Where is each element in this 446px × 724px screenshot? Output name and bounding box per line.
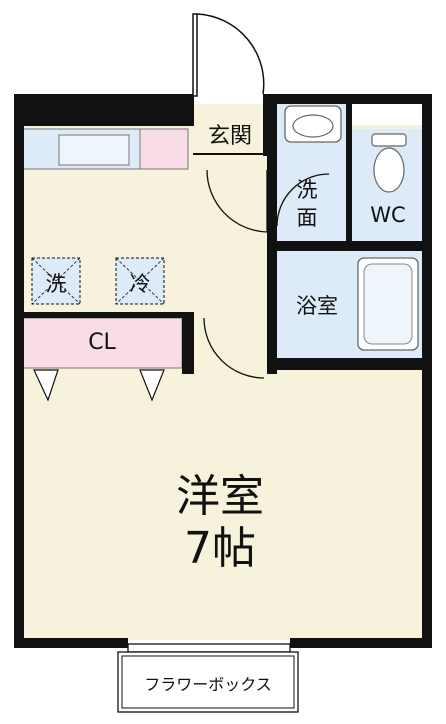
closet-label: CL bbox=[88, 330, 116, 355]
washroom-label-line2: 面 bbox=[296, 206, 318, 230]
flower-box-label: フラワーボックス bbox=[144, 675, 272, 694]
washer-x2 bbox=[31, 257, 81, 305]
entrance-door-arc bbox=[196, 13, 265, 95]
washer-x1 bbox=[31, 257, 81, 305]
closet-door-right bbox=[139, 369, 165, 402]
bathtub-inner bbox=[363, 263, 413, 345]
wall-closet-right bbox=[182, 312, 194, 374]
toilet-bowl bbox=[373, 147, 405, 193]
stove bbox=[139, 128, 189, 170]
western-room-label: 洋室 bbox=[176, 471, 264, 522]
western-room-size: 7帖 bbox=[184, 523, 256, 574]
toilet-tank bbox=[371, 133, 407, 147]
wall-wet-mid bbox=[346, 104, 352, 241]
wall-bottom-left bbox=[14, 638, 128, 648]
wall-left bbox=[14, 94, 24, 644]
bathroom-label: 浴室 bbox=[296, 294, 338, 318]
toilet-label: WC bbox=[370, 203, 406, 227]
sink bbox=[58, 134, 130, 166]
fridge-x1 bbox=[115, 257, 165, 305]
fridge-x2 bbox=[115, 257, 165, 305]
washroom-door-arc bbox=[276, 173, 330, 227]
window-frame bbox=[127, 643, 291, 653]
wall-top-right bbox=[263, 94, 427, 104]
closet-door-left bbox=[33, 369, 59, 402]
washroom-label-line1: 洗 bbox=[296, 178, 318, 202]
wall-wet-horizontal bbox=[267, 241, 427, 251]
fridge-label: 冷 bbox=[129, 272, 151, 296]
washbasin-bowl bbox=[292, 114, 334, 138]
flower-box-inner bbox=[121, 655, 295, 709]
entrance-door-leaf bbox=[192, 13, 198, 97]
entrance-floor bbox=[193, 104, 267, 154]
room-door-arc bbox=[203, 317, 265, 379]
wall-bath-bottom bbox=[267, 358, 427, 370]
entrance-label: 玄関 bbox=[207, 124, 252, 149]
washer-label: 洗 bbox=[45, 272, 67, 296]
wall-top-left bbox=[14, 94, 194, 126]
wall-wet-left bbox=[267, 104, 277, 374]
wall-closet-top bbox=[14, 312, 194, 318]
wall-bottom-right bbox=[290, 638, 432, 648]
kitchen-door-arc bbox=[206, 169, 268, 233]
